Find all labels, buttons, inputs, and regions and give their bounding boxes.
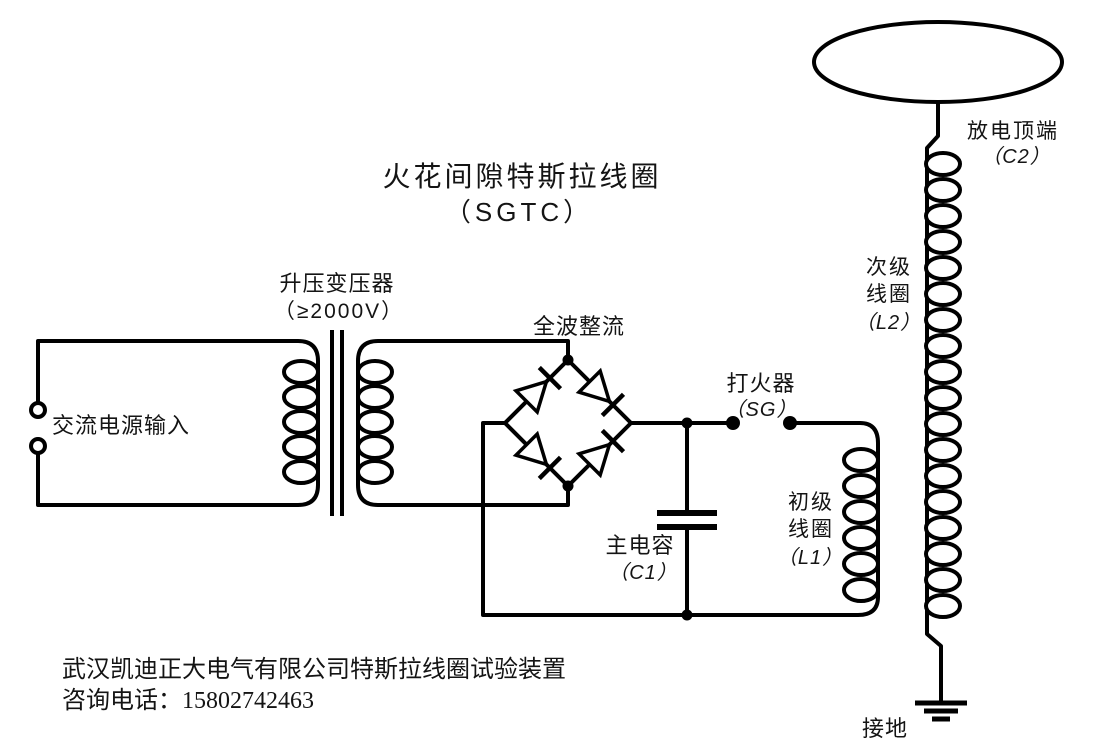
top-terminal-label: 放电顶端 <box>967 120 1059 143</box>
coil-loop <box>356 384 394 410</box>
transformer-spec: （≥2000V） <box>274 300 404 323</box>
coil-loop <box>924 307 962 333</box>
company-watermark-line2: 咨询电话：15802742463 <box>62 687 314 714</box>
ground-label: 接地 <box>862 716 908 741</box>
coil-loop <box>924 229 962 255</box>
coil-loop <box>924 411 962 437</box>
coil-loop <box>282 384 320 410</box>
main-capacitor: 主电容 （C1） <box>605 417 717 621</box>
diode <box>575 367 626 418</box>
coil-loop <box>842 473 880 499</box>
title-line1: 火花间隙特斯拉线圈 <box>382 161 661 192</box>
secondary-coil-label-line2: 线圈 <box>866 283 912 306</box>
ac-terminal-top <box>29 401 47 419</box>
diode <box>512 430 563 481</box>
company-watermark-line1: 武汉凯迪正大电气有限公司特斯拉线圈试验装置 <box>62 656 566 683</box>
secondary-coil-ref: （L2） <box>855 311 921 334</box>
coil-loop <box>924 203 962 229</box>
ac-input-label: 交流电源输入 <box>52 413 190 438</box>
ac-source: 交流电源输入 <box>29 339 320 507</box>
coil-loop <box>282 359 320 385</box>
junction-dot <box>562 354 574 366</box>
spark-gap-ref: （SG） <box>725 398 798 421</box>
diode <box>512 365 563 416</box>
primary-coil-label-line1: 初级 <box>788 491 834 514</box>
secondary-coil: 次级 线圈 （L2） <box>855 102 962 701</box>
capacitor-label: 主电容 <box>605 533 674 558</box>
top-load-toroid: 放电顶端 （C2） <box>812 20 1064 168</box>
bridge-diamond <box>502 357 634 489</box>
coil-loop <box>282 459 320 485</box>
dc-negative-rail <box>481 421 880 617</box>
coil-loop <box>356 459 394 485</box>
coil-loop <box>924 359 962 385</box>
coil-loop <box>842 551 880 577</box>
coil-loop <box>924 151 962 177</box>
coil-loop <box>924 593 962 619</box>
coil-loop <box>924 541 962 567</box>
coil-loop <box>842 499 880 525</box>
primary-coil-ref: （L1） <box>777 546 843 569</box>
coil-loop <box>842 525 880 551</box>
diode <box>575 428 626 479</box>
bridge-rectifier: 全波整流 <box>502 314 634 492</box>
discharge-terminal-ellipse <box>812 20 1064 104</box>
coil-loop <box>924 281 962 307</box>
coil-loop <box>924 437 962 463</box>
coil-loop <box>924 255 962 281</box>
spark-gap-label: 打火器 <box>726 371 795 396</box>
junction-dot <box>681 417 693 429</box>
coil-loop <box>842 577 880 603</box>
spark-gap-electrode-right <box>783 416 797 430</box>
coil-loop <box>924 463 962 489</box>
primary-coil: 初级 线圈 （L1） <box>777 447 880 603</box>
coil-loop <box>924 567 962 593</box>
coil-loop <box>924 515 962 541</box>
rectifier-label: 全波整流 <box>533 314 625 339</box>
spark-gap-electrode-left <box>726 416 740 430</box>
coil-loop <box>924 333 962 359</box>
coil-loop <box>356 434 394 460</box>
capacitor-ref: （C1） <box>608 561 678 584</box>
coil-loop <box>356 409 394 435</box>
top-terminal-ref: （C2） <box>981 145 1051 168</box>
ac-terminal-bottom <box>29 437 47 455</box>
coil-loop <box>282 409 320 435</box>
junction-dot <box>562 480 574 492</box>
secondary-coil-label-line1: 次级 <box>866 256 912 279</box>
transformer-label: 升压变压器 <box>279 271 394 296</box>
step-up-transformer: 升压变压器 （≥2000V） <box>274 271 570 516</box>
transformer-core <box>330 330 344 516</box>
footer-watermark: 武汉凯迪正大电气有限公司特斯拉线圈试验装置 咨询电话：15802742463 <box>62 656 566 714</box>
diagram-title: 火花间隙特斯拉线圈 （SGTC） <box>382 161 661 227</box>
coil-loop <box>282 434 320 460</box>
coil-loop <box>842 447 880 473</box>
title-line2: （SGTC） <box>445 197 593 227</box>
ground-symbol: 接地 <box>862 700 967 741</box>
junction-dot <box>681 609 693 621</box>
primary-coil-label-line2: 线圈 <box>788 518 834 541</box>
coil-loop <box>356 359 394 385</box>
coil-loop <box>924 177 962 203</box>
spark-gap: 打火器 （SG） <box>725 371 798 430</box>
coil-loop <box>924 489 962 515</box>
coil-loop <box>924 385 962 411</box>
